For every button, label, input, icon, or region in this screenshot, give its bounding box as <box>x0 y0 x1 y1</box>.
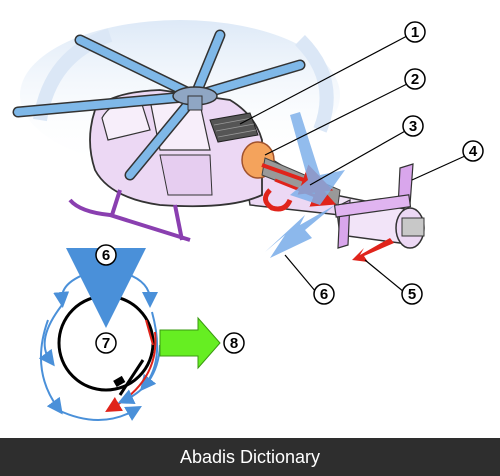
callout-5: 5 <box>401 283 423 305</box>
thruster-exhaust-arrow <box>352 238 394 262</box>
landing-skids <box>68 189 191 242</box>
callout-1: 1 <box>404 21 426 43</box>
callout-2-label: 2 <box>411 71 419 88</box>
callout-5-label: 5 <box>408 286 416 303</box>
callout-leader-lines <box>239 35 466 293</box>
callout-6-lower-label: 6 <box>102 247 110 264</box>
net-force-arrow <box>159 316 221 370</box>
callout-3-label: 3 <box>409 118 417 135</box>
tail-fins <box>333 163 425 249</box>
callout-8: 8 <box>223 332 245 354</box>
callout-6-upper-label: 6 <box>320 286 328 303</box>
cross-section-airflow <box>38 248 161 421</box>
footer-watermark-text: Abadis Dictionary <box>179 446 321 467</box>
footer-bar: Abadis Dictionary <box>0 438 500 476</box>
callout-7-label: 7 <box>102 335 110 352</box>
callout-3: 3 <box>402 115 424 137</box>
notar-helicopter-diagram: 1 2 3 4 5 6 6 7 8 <box>12 20 484 421</box>
callout-6-lower: 6 <box>95 244 117 266</box>
callout-2: 2 <box>404 68 426 90</box>
main-rotor <box>12 29 306 181</box>
callout-8-label: 8 <box>230 335 238 352</box>
callout-1-label: 1 <box>411 24 419 41</box>
callout-6-upper: 6 <box>313 283 335 305</box>
callout-4-label: 4 <box>469 143 478 160</box>
callout-7: 7 <box>95 332 117 354</box>
callout-4: 4 <box>462 140 484 162</box>
